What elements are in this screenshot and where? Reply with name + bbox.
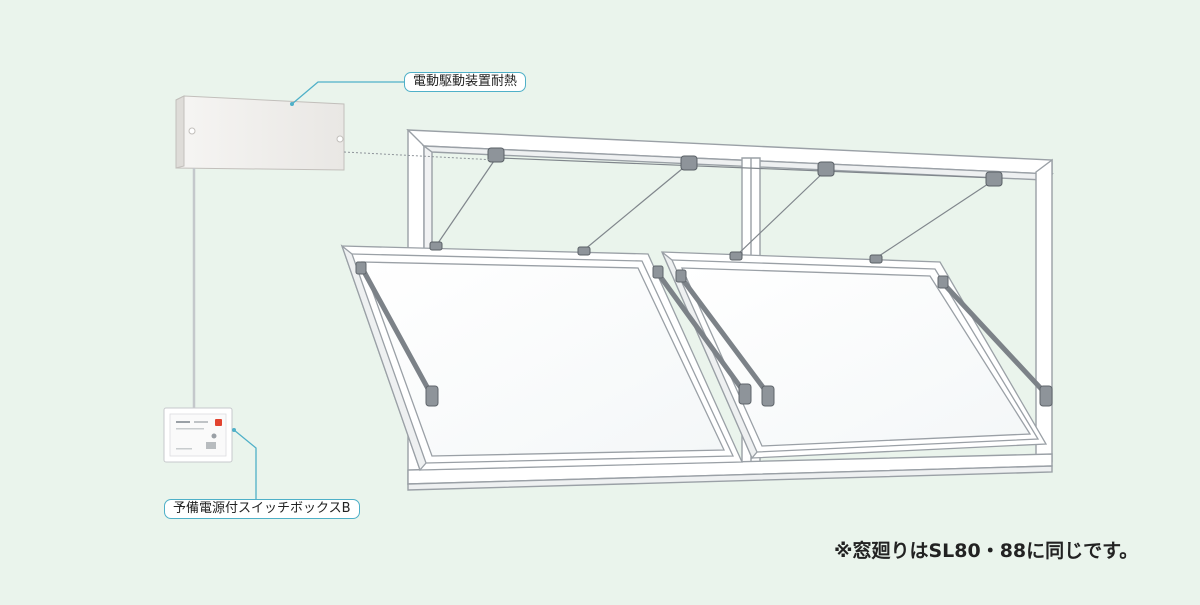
leader-dot-drive	[290, 102, 294, 106]
side-stays	[359, 265, 1049, 399]
sash-brackets	[429, 241, 883, 264]
drive-cable	[343, 151, 497, 161]
head-brackets	[487, 147, 1003, 187]
switch-box	[163, 407, 233, 463]
leader-dot-switch	[232, 428, 236, 432]
right-sash	[660, 251, 1048, 460]
footnote: ※窓廻りはSL80・88に同じです。	[834, 540, 1139, 562]
operator-wires	[435, 157, 997, 259]
drive-unit-box	[175, 95, 345, 171]
left-sash	[340, 244, 743, 472]
stay-brackets	[355, 261, 1053, 407]
leader-lines	[233, 81, 404, 508]
switch-box-label: 予備電源付スイッチボックスB	[164, 499, 360, 519]
drive-unit-label: 電動駆動装置耐熱	[404, 72, 527, 92]
